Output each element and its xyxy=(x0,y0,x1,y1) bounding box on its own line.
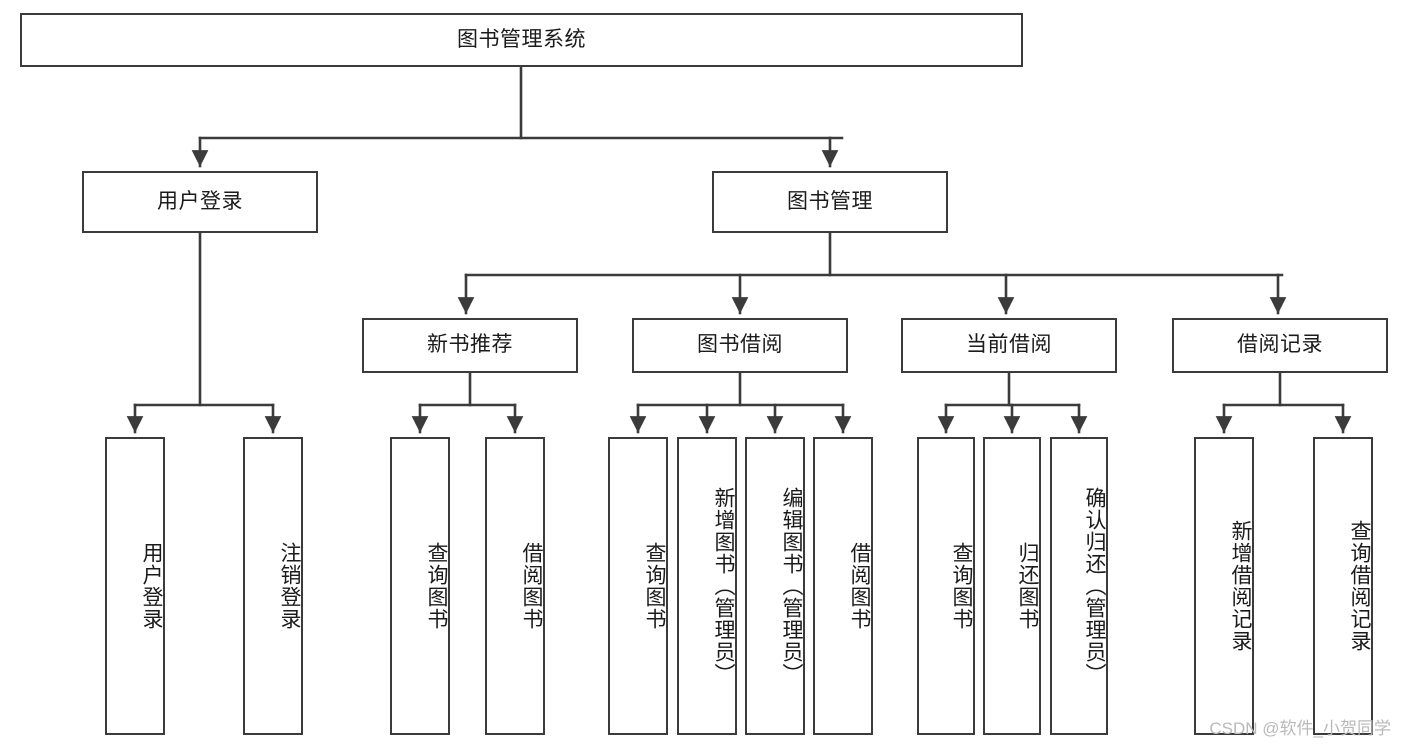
node-book-borrow[interactable]: 图书借阅 xyxy=(632,318,848,373)
node-label: 查询图书 xyxy=(950,542,973,630)
node-label: 确认归还（管理员） xyxy=(1083,487,1106,685)
node-label: 注销登录 xyxy=(278,542,301,630)
leaf-add-book-admin[interactable]: 新增图书（管理员） xyxy=(677,437,737,735)
node-label: 借阅图书 xyxy=(848,542,871,630)
root-to-level1-connectors xyxy=(191,65,844,168)
current-borrow-branch-connectors xyxy=(937,371,1088,434)
node-borrow-record[interactable]: 借阅记录 xyxy=(1172,318,1388,373)
login-branch-connectors xyxy=(126,231,282,434)
node-label: 图书管理 xyxy=(787,189,873,213)
node-label: 当前借阅 xyxy=(966,333,1052,357)
node-label: 编辑图书（管理员） xyxy=(780,487,803,685)
node-label: 归还图书 xyxy=(1016,542,1039,630)
node-user-login[interactable]: 用户登录 xyxy=(82,171,318,233)
leaf-query-books-recommend[interactable]: 查询图书 xyxy=(390,437,450,735)
leaf-query-books-current[interactable]: 查询图书 xyxy=(917,437,975,735)
leaf-edit-book-admin[interactable]: 编辑图书（管理员） xyxy=(745,437,805,735)
node-label: 用户登录 xyxy=(140,542,163,630)
node-label: 查询图书 xyxy=(643,542,666,630)
node-label: 新增图书（管理员） xyxy=(712,487,735,685)
node-current-borrow[interactable]: 当前借阅 xyxy=(901,318,1117,373)
node-label: 新书推荐 xyxy=(427,333,513,357)
node-root-system[interactable]: 图书管理系统 xyxy=(20,13,1023,67)
node-label: 图书管理系统 xyxy=(457,27,586,51)
leaf-logout[interactable]: 注销登录 xyxy=(243,437,303,735)
leaf-query-borrow-record[interactable]: 查询借阅记录 xyxy=(1313,437,1373,735)
node-new-book-recommend[interactable]: 新书推荐 xyxy=(362,318,578,373)
node-label: 用户登录 xyxy=(157,189,243,213)
node-book-management[interactable]: 图书管理 xyxy=(712,171,948,233)
leaf-user-login[interactable]: 用户登录 xyxy=(105,437,165,735)
node-label: 查询借阅记录 xyxy=(1348,520,1371,652)
leaf-borrow-book[interactable]: 借阅图书 xyxy=(813,437,873,735)
borrow-record-branch-connectors xyxy=(1215,371,1352,434)
book-borrow-branch-connectors xyxy=(629,371,852,434)
leaf-add-borrow-record[interactable]: 新增借阅记录 xyxy=(1194,437,1254,735)
node-label: 借阅记录 xyxy=(1237,333,1323,357)
node-label: 借阅图书 xyxy=(520,542,543,630)
leaf-borrow-books-recommend[interactable]: 借阅图书 xyxy=(485,437,545,735)
node-label: 新增借阅记录 xyxy=(1229,520,1252,652)
leaf-query-books-borrow[interactable]: 查询图书 xyxy=(608,437,668,735)
csdn-watermark: CSDN @软件_小贺同学 xyxy=(1209,719,1391,738)
node-label: 图书借阅 xyxy=(697,333,783,357)
level1-to-level2-connectors xyxy=(457,231,1287,315)
node-label: 查询图书 xyxy=(425,542,448,630)
leaf-confirm-return-admin[interactable]: 确认归还（管理员） xyxy=(1050,437,1108,735)
leaf-return-book[interactable]: 归还图书 xyxy=(983,437,1041,735)
new-books-branch-connectors xyxy=(411,371,524,434)
